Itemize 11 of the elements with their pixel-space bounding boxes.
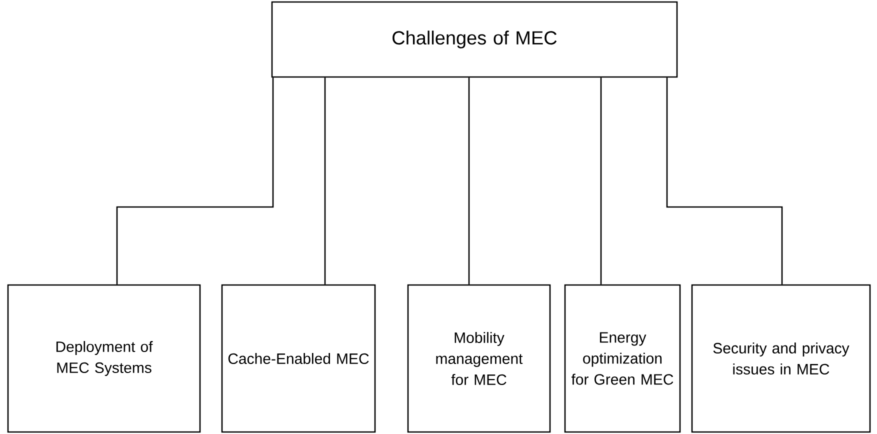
category-box: Cache-Enabled MEC <box>221 284 376 433</box>
connector-line <box>468 78 470 284</box>
category-box: Energy optimization for Green MEC <box>564 284 681 433</box>
connector-line <box>116 78 274 284</box>
connector-line <box>666 78 783 284</box>
category-box: Mobility management for MEC <box>407 284 551 433</box>
connector-line <box>600 78 602 284</box>
title-box: Challenges of MEC <box>271 1 678 78</box>
category-box: Deployment of MEC Systems <box>7 284 201 433</box>
connector-line <box>324 78 326 284</box>
category-box: Security and privacy issues in MEC <box>691 284 871 433</box>
